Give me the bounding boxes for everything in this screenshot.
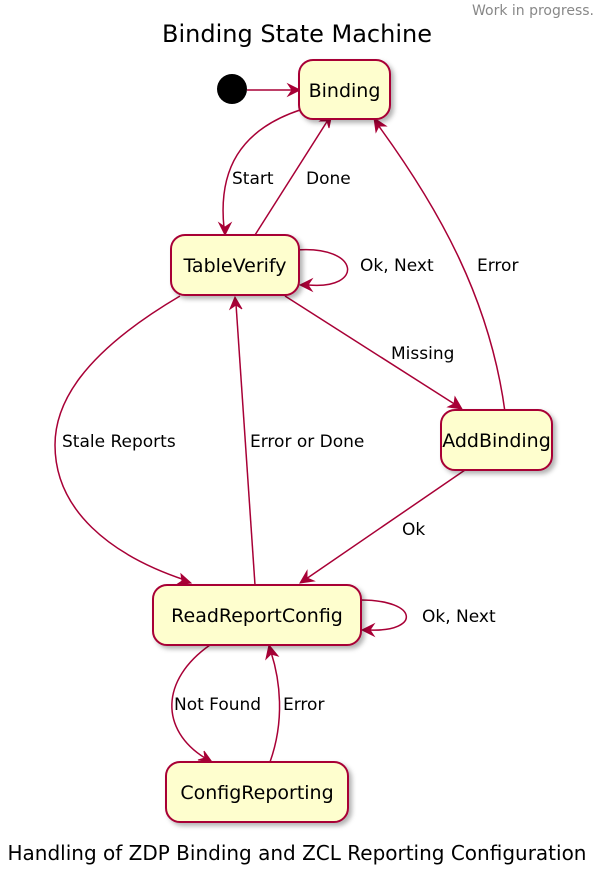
label-missing: Missing bbox=[391, 344, 454, 364]
edge-addbinding-to-readreportconfig bbox=[299, 469, 466, 584]
states: Binding TableVerify AddBinding ReadRepor… bbox=[152, 59, 553, 823]
label-error-or-done: Error or Done bbox=[250, 432, 364, 452]
state-tableverify: TableVerify bbox=[170, 234, 300, 296]
state-readreportconfig: ReadReportConfig bbox=[152, 584, 362, 646]
edge-tableverify-to-addbinding bbox=[284, 295, 463, 410]
edge-readreportconfig-to-tableverify bbox=[228, 295, 256, 586]
state-addbinding: AddBinding bbox=[440, 409, 553, 471]
label-error-addbinding: Error bbox=[477, 256, 518, 276]
header-note: Work in progress. bbox=[472, 3, 594, 19]
state-configreporting-label: ConfigReporting bbox=[180, 782, 333, 804]
state-tableverify-label: TableVerify bbox=[182, 255, 286, 277]
label-error-config: Error bbox=[283, 695, 324, 715]
state-binding: Binding bbox=[298, 59, 391, 120]
edges bbox=[54, 82, 506, 763]
diagram-caption: Handling of ZDP Binding and ZCL Reportin… bbox=[8, 841, 587, 865]
edge-readreportconfig-self-loop bbox=[359, 599, 407, 638]
state-configreporting: ConfigReporting bbox=[165, 761, 349, 823]
label-done: Done bbox=[306, 169, 351, 189]
transition-labels: Start Done Ok, Next Error Missing Stale … bbox=[62, 169, 518, 715]
edge-configreporting-to-readreportconfig bbox=[265, 643, 281, 763]
label-ok-next-tableverify: Ok, Next bbox=[360, 256, 434, 276]
state-addbinding-label: AddBinding bbox=[442, 430, 551, 452]
label-start: Start bbox=[232, 169, 274, 189]
label-stale-reports: Stale Reports bbox=[62, 432, 176, 452]
initial-state-dot bbox=[217, 74, 247, 104]
state-readreportconfig-label: ReadReportConfig bbox=[171, 605, 343, 627]
state-binding-label: Binding bbox=[309, 80, 381, 102]
edge-tableverify-self-loop bbox=[295, 248, 349, 293]
edge-addbinding-to-binding bbox=[373, 116, 506, 413]
label-ok: Ok bbox=[402, 520, 425, 540]
edge-binding-to-tableverify bbox=[217, 109, 301, 237]
diagram-title: Binding State Machine bbox=[162, 20, 432, 48]
label-ok-next-readreportconfig: Ok, Next bbox=[422, 607, 496, 627]
edge-readreportconfig-to-configreporting bbox=[171, 644, 214, 763]
label-not-found: Not Found bbox=[174, 695, 261, 715]
edge-initial-to-binding bbox=[247, 82, 302, 98]
